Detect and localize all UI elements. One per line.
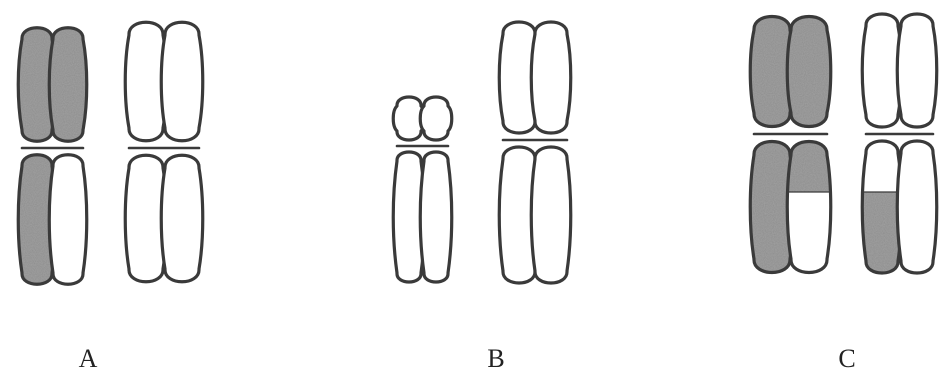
panel-b <box>393 22 571 283</box>
panel-a <box>18 22 203 284</box>
chromosome <box>393 97 452 282</box>
chromatid-q-arm <box>49 155 87 285</box>
chromatid-q-arm <box>161 155 203 282</box>
panel-label-c: C <box>838 346 855 372</box>
panel-c <box>750 14 937 337</box>
chromatid-q-arm <box>531 147 571 283</box>
chromosome <box>18 28 87 285</box>
chromosome <box>750 17 833 338</box>
chromatid-p-arm <box>897 14 937 127</box>
chromatid-p-arm <box>49 28 87 142</box>
chromosome <box>499 22 571 283</box>
chromatid-q-arm <box>420 152 452 282</box>
chromatid-p-arm <box>161 22 203 141</box>
chromatid-q-arm <box>785 142 833 338</box>
panel-label-b: B <box>487 346 504 372</box>
chromatid-p-arm <box>420 97 452 140</box>
chromatid-p-arm <box>787 17 831 127</box>
panel-label-a: A <box>79 346 98 372</box>
chromatid-p-arm <box>531 22 571 133</box>
chromosome <box>125 22 203 282</box>
chromatid-q-arm <box>897 141 937 273</box>
chromosome <box>860 14 937 273</box>
